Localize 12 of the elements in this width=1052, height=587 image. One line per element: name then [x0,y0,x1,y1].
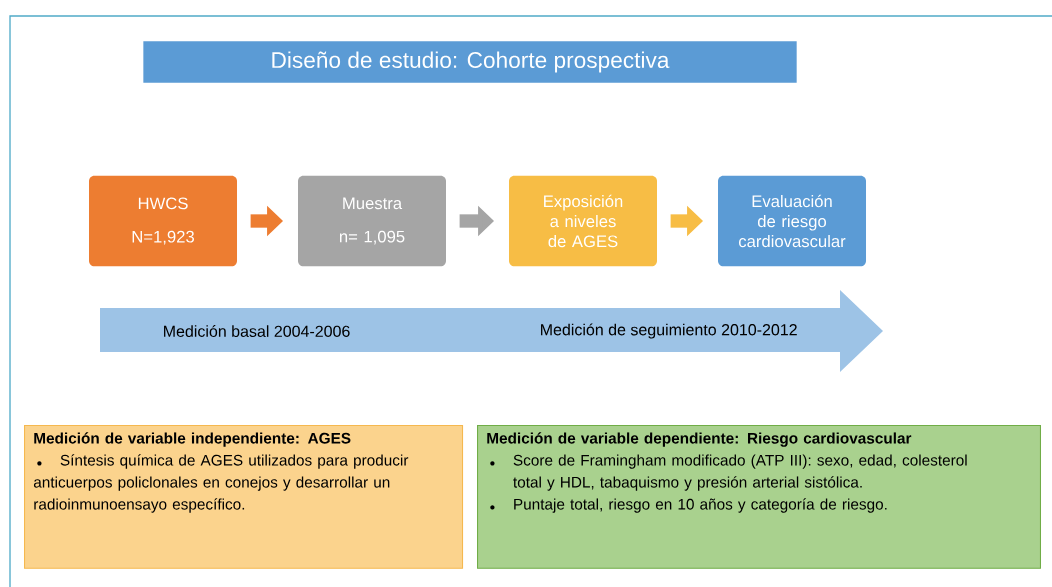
process-box: Muestra n= 1,095 [298,175,446,267]
process-box: Evaluación de riesgo cardiovascular [718,175,866,267]
bullet-item: Score de Framingham modificado (ATP III): sexo, edad, colesterol total y HDL, tabaquismo y presión arterial sistólica. [490,454,967,491]
process-box: Exposición a niveles de AGES [509,175,657,267]
title-banner: Diseño de estudio: Cohorte prospectiva [143,41,797,83]
process-box: HWCS N=1,923 [89,175,237,267]
bullet-item: Síntesis química de AGES utilizados para producir anticuerpos policlonales en conejos y desarrollar un radioinmunoensayo específico. [33,454,409,513]
info-panel [24,425,464,569]
info-panel [477,425,1041,569]
bullet-item: Puntaje total, riesgo en 10 años y categoría de riesgo. [490,498,887,513]
panel-heading: Medición de variable dependiente: Riesgo cardiovascular [487,432,912,447]
panel-heading: Medición de variable independiente: AGES [34,432,351,447]
